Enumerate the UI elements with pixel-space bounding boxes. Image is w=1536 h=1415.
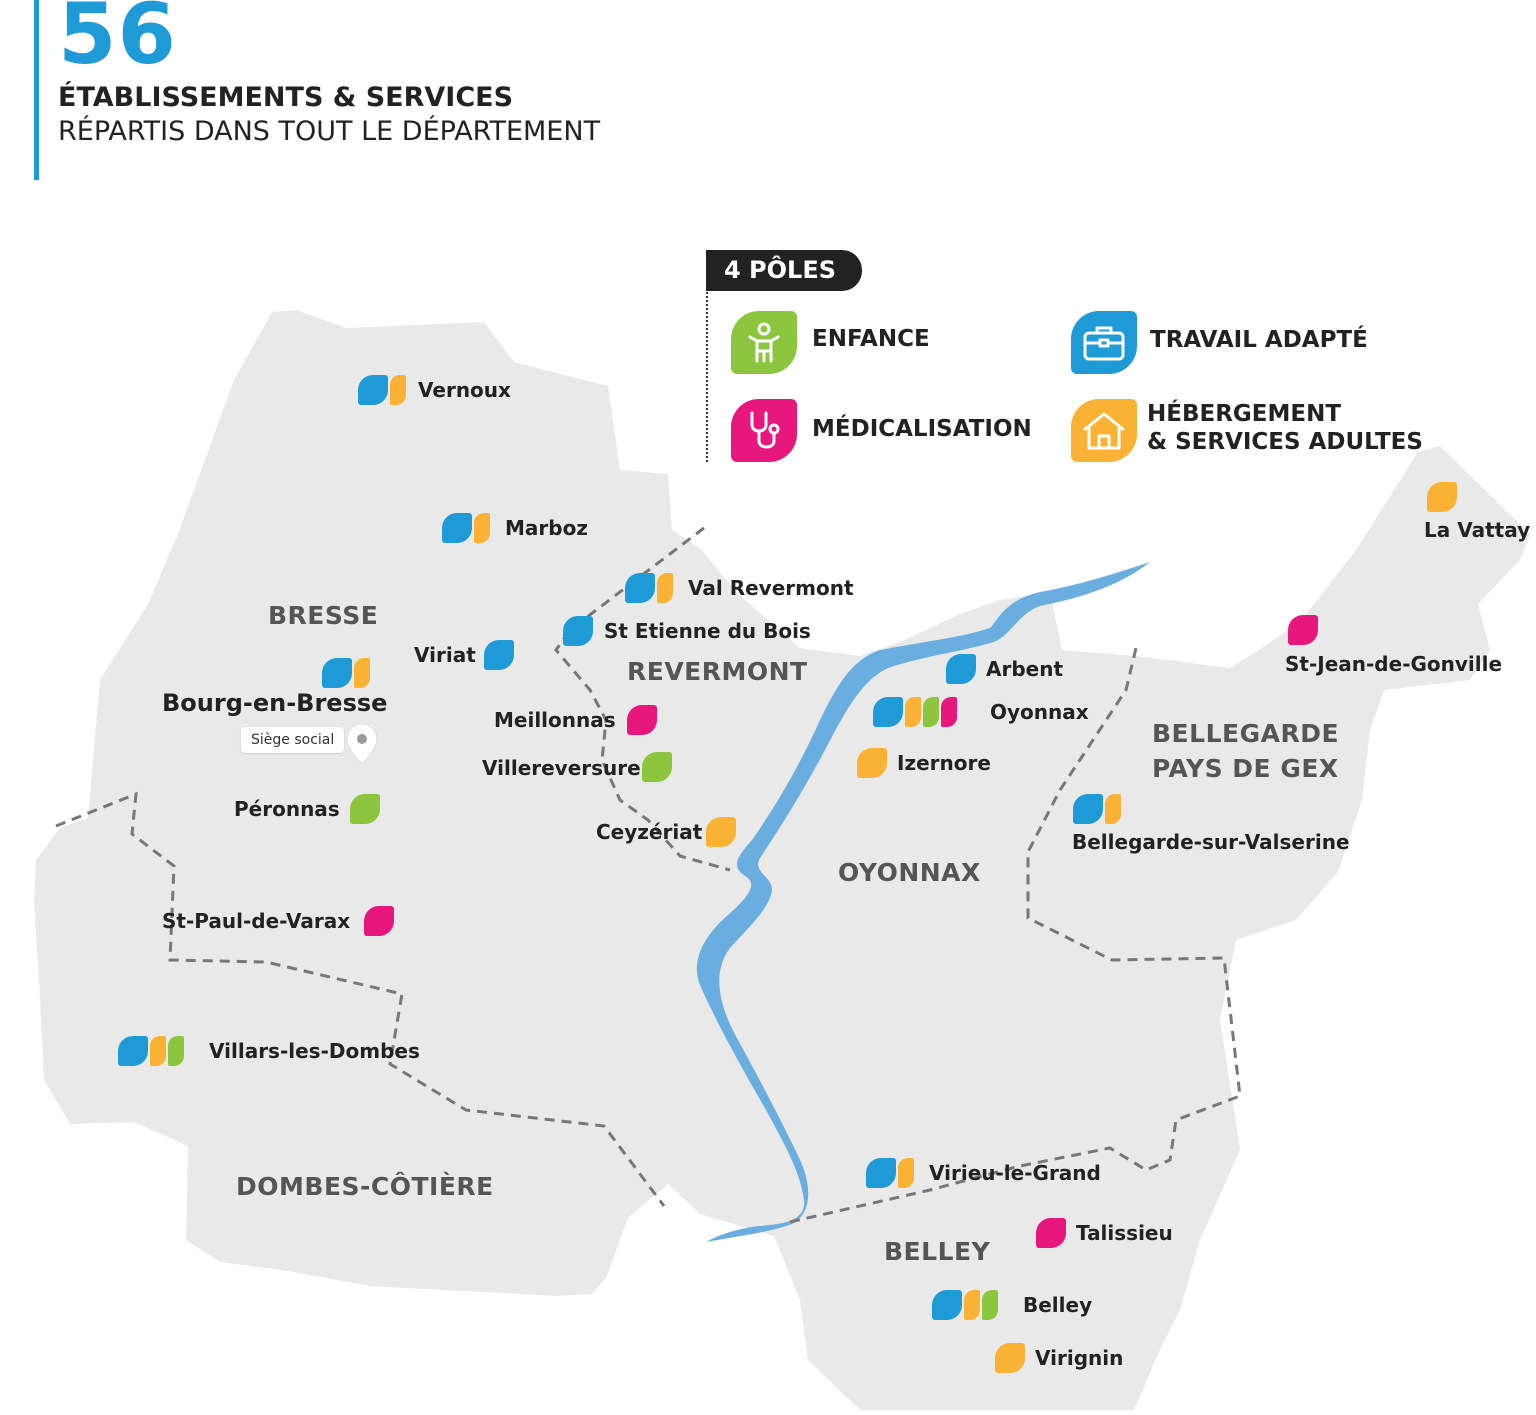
city-marboz: Marboz [505, 516, 588, 540]
city-st-etienne-du-bois: St Etienne du Bois [604, 619, 811, 643]
city-viriat: Viriat [414, 643, 476, 667]
poles-ceyzeriat [706, 817, 736, 847]
poles-bourg-en-bresse [322, 658, 370, 688]
legend-hebergement-label: HÉBERGEMENT [1147, 401, 1342, 427]
city-vernoux: Vernoux [418, 378, 511, 402]
city-bellegarde-sur-valserine: Bellegarde-sur-Valserine [1072, 830, 1350, 854]
poles-talissieu [1036, 1218, 1066, 1248]
city-talissieu: Talissieu [1076, 1221, 1173, 1245]
legend-services-adultes-label: & SERVICES ADULTES [1147, 429, 1423, 455]
stethoscope-icon [731, 399, 797, 462]
region-oyonnax: OYONNAX [838, 858, 981, 887]
header-accent-bar [34, 0, 39, 180]
poles-st-paul-de-varax [364, 906, 394, 936]
poles-st-jean-de-gonville [1288, 615, 1318, 645]
child-icon [731, 311, 797, 374]
poles-meillonnas [627, 705, 657, 735]
poles-viriat [484, 640, 514, 670]
city-meillonnas: Meillonnas [494, 708, 616, 732]
poles-izernore [857, 748, 887, 778]
legend-travail-label: TRAVAIL ADAPTÉ [1150, 327, 1368, 353]
establishment-count: 56 [58, 0, 177, 83]
poles-bellegarde-sur-valserine [1073, 794, 1121, 824]
region-bellegarde: BELLEGARDE [1152, 719, 1340, 748]
house-icon [1071, 399, 1137, 462]
briefcase-icon [1071, 311, 1137, 374]
city-st-paul-de-varax: St-Paul-de-Varax [162, 909, 351, 933]
city-peronnas: Péronnas [234, 797, 340, 821]
city-villereversure: Villereversure [482, 756, 641, 780]
legend-medicalisation-label: MÉDICALISATION [812, 416, 1032, 442]
region-borders [55, 526, 1242, 1224]
poles-villars-les-dombes [118, 1036, 184, 1066]
city-st-jean-de-gonville: St-Jean-de-Gonville [1285, 652, 1503, 676]
region-pays-de-gex: PAYS DE GEX [1152, 754, 1339, 783]
poles-marboz [442, 513, 490, 543]
poles-st-etienne-du-bois [563, 616, 593, 646]
poles-virieu-le-grand [866, 1158, 914, 1188]
legend-dotted-line [706, 292, 708, 462]
header-subtitle: RÉPARTIS DANS TOUT LE DÉPARTEMENT [58, 116, 601, 147]
header-title: ÉTABLISSEMENTS & SERVICES [58, 82, 514, 113]
region-dombes-cotiere: DOMBES-CÔTIÈRE [236, 1172, 494, 1201]
legend-enfance-label: ENFANCE [812, 326, 930, 352]
city-villars-les-dombes: Villars-les-Dombes [209, 1039, 420, 1063]
legend-title: 4 PÔLES [706, 250, 863, 291]
poles-villereversure [642, 752, 672, 782]
city-arbent: Arbent [986, 657, 1064, 681]
city-bourg-en-bresse: Bourg-en-Bresse [162, 689, 388, 717]
poles-oyonnax [873, 697, 957, 727]
poles-val-revermont [625, 573, 673, 603]
poles-la-vattay [1427, 482, 1457, 512]
city-ceyzeriat: Ceyzériat [596, 820, 703, 844]
location-pin-icon [346, 723, 378, 765]
poles-belley [932, 1290, 998, 1320]
poles-peronnas [350, 794, 380, 824]
city-virieu-le-grand: Virieu-le-Grand [929, 1161, 1101, 1185]
department-shape [34, 310, 1530, 1410]
city-val-revermont: Val Revermont [688, 576, 854, 600]
poles-virignin [995, 1343, 1025, 1373]
siege-social-badge: Siège social [241, 727, 345, 753]
region-revermont: REVERMONT [627, 657, 808, 686]
city-virignin: Virignin [1035, 1346, 1124, 1370]
region-bresse: BRESSE [268, 601, 379, 630]
poles-vernoux [358, 375, 406, 405]
city-oyonnax: Oyonnax [990, 700, 1089, 724]
city-izernore: Izernore [897, 751, 991, 775]
city-belley: Belley [1023, 1293, 1093, 1317]
region-belley: BELLEY [884, 1237, 991, 1266]
poles-arbent [946, 654, 976, 684]
city-la-vattay: La Vattay [1424, 518, 1531, 542]
